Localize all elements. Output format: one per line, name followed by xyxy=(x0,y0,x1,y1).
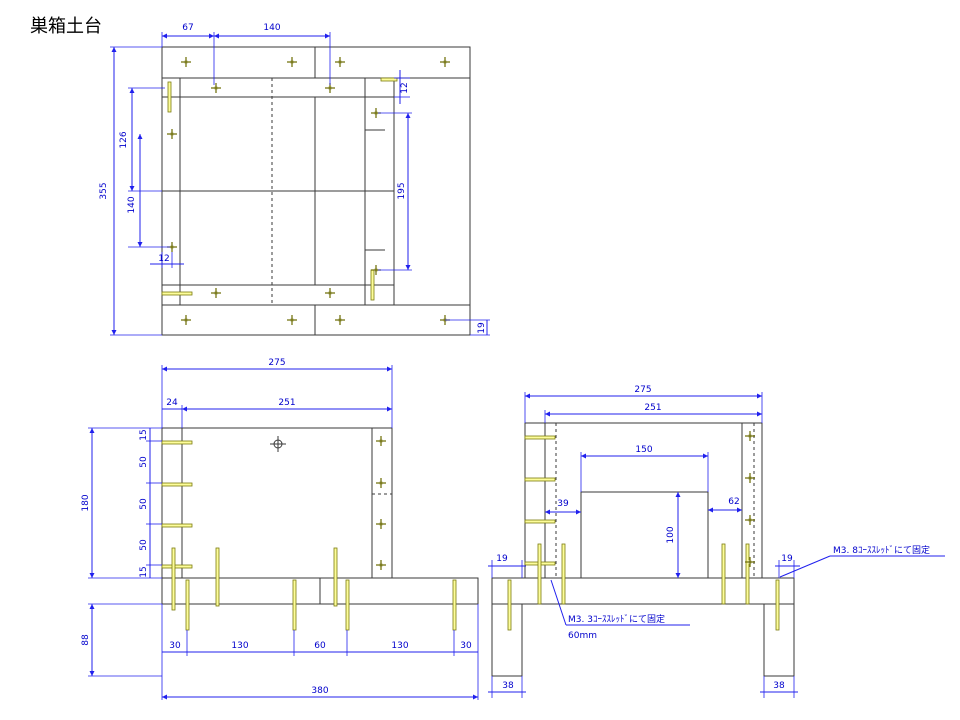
dim-12-left: 12 xyxy=(158,254,169,264)
dim-39: 39 xyxy=(557,499,569,509)
drawing-title: 巣箱土台 xyxy=(30,16,102,37)
side-view: 275 251 150 39 62 100 19 19 38 38 M3. 8 xyxy=(488,385,945,698)
dim-19: 19 xyxy=(477,322,487,334)
dim-140-left: 140 xyxy=(127,196,137,213)
dim-50-a: 50 xyxy=(139,456,149,468)
dim-19-right: 19 xyxy=(781,554,793,564)
side-entrance-block xyxy=(580,491,709,579)
dim-130-b: 130 xyxy=(391,641,408,651)
dim-15-top: 15 xyxy=(139,429,149,440)
dim-195: 195 xyxy=(397,182,407,199)
dim-50-b: 50 xyxy=(139,498,149,510)
top-view: 67 140 355 126 140 12 195 12 19 xyxy=(99,23,490,336)
note-screw-m38: M3. 8ｺｰｽｽﾚｯﾄﾞにて固定 xyxy=(833,544,930,556)
side-leg-left xyxy=(491,603,523,677)
dim-100: 100 xyxy=(666,526,676,543)
dim-355: 355 xyxy=(99,182,109,199)
dim-140-top: 140 xyxy=(263,23,280,33)
dim-380: 380 xyxy=(311,686,328,696)
dim-180: 180 xyxy=(81,494,91,511)
note-screw-m33: M3. 3ｺｰｽｽﾚｯﾄﾞにて固定 xyxy=(568,613,665,625)
dim-150: 150 xyxy=(635,445,652,455)
dim-30-a: 30 xyxy=(169,641,181,651)
dim-12-right: 12 xyxy=(400,82,410,93)
dim-88: 88 xyxy=(81,634,91,646)
dim-60: 60 xyxy=(314,641,326,651)
dim-62: 62 xyxy=(728,497,739,507)
front-view: 275 24 251 180 88 15 50 50 50 15 30 130 … xyxy=(81,358,479,700)
dim-251-front: 251 xyxy=(278,398,295,408)
front-hive-box xyxy=(161,427,393,579)
dim-275-front: 275 xyxy=(268,358,285,368)
dim-50-c: 50 xyxy=(139,539,149,551)
dim-38-left: 38 xyxy=(502,681,514,691)
side-base-board xyxy=(491,577,795,605)
dim-275-side: 275 xyxy=(634,385,651,395)
dim-251-side: 251 xyxy=(644,403,661,413)
dim-126: 126 xyxy=(119,131,129,148)
dim-19-left: 19 xyxy=(496,554,508,564)
dim-24: 24 xyxy=(166,398,178,408)
dim-30-b: 30 xyxy=(460,641,472,651)
dim-67: 67 xyxy=(182,23,193,33)
dim-38-right: 38 xyxy=(773,681,785,691)
dim-130-a: 130 xyxy=(231,641,248,651)
note-screw-length: 60mm xyxy=(568,631,597,641)
dim-15-bottom: 15 xyxy=(139,566,149,577)
